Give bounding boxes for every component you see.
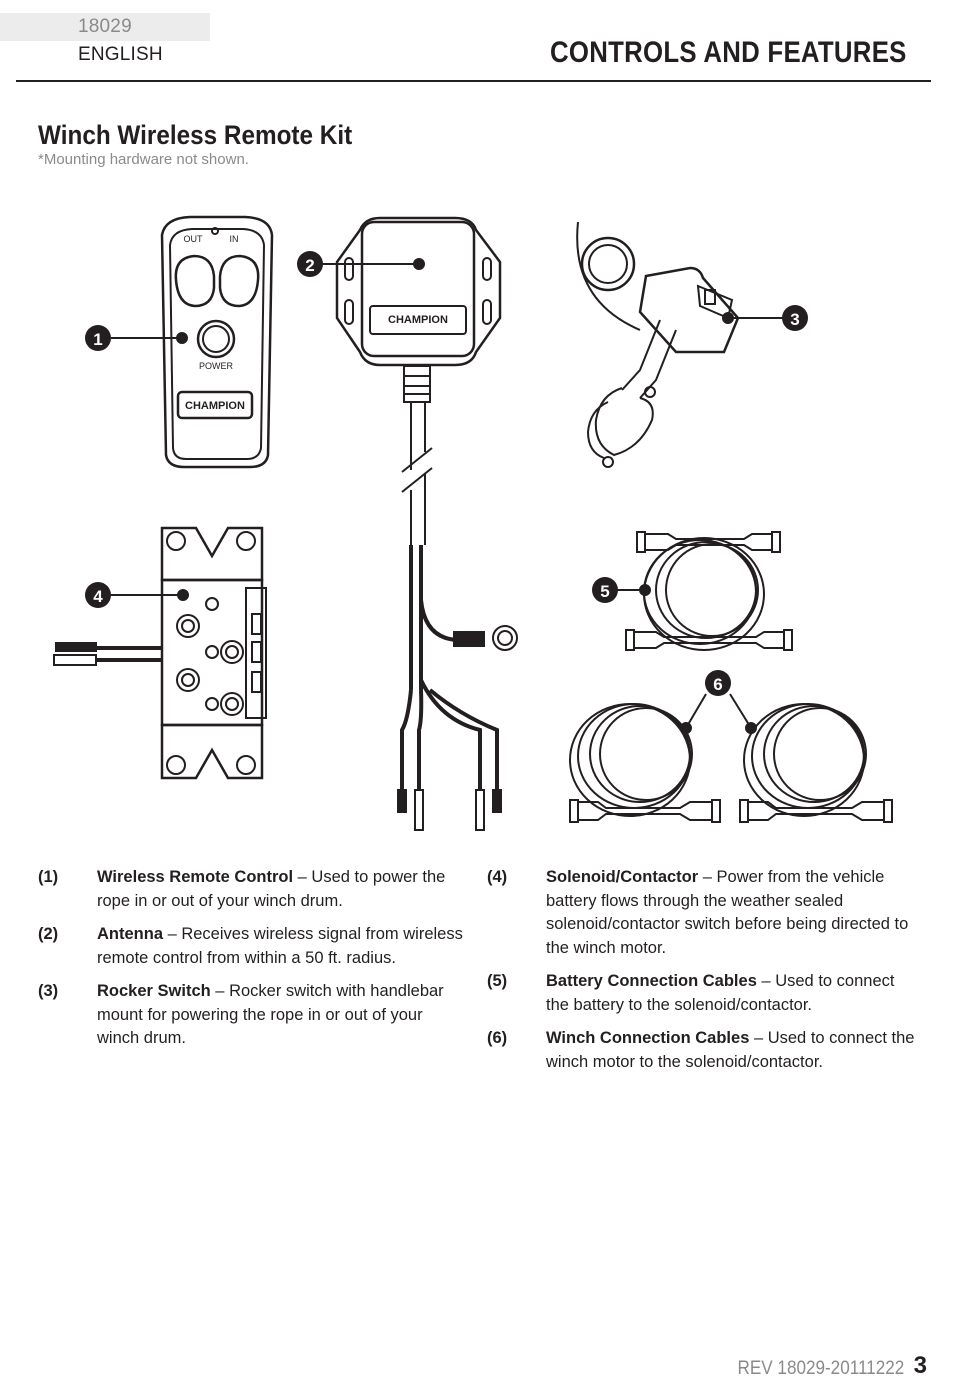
item-number: (2) bbox=[38, 925, 59, 943]
item-term: Antenna bbox=[97, 925, 163, 943]
callout-5-label: 5 bbox=[600, 582, 609, 601]
revision-code: REV 18029-20111222 bbox=[737, 1358, 904, 1379]
item-number: (4) bbox=[487, 868, 508, 886]
kit-illustration: OUT IN POWER CHAMPION CHAMPION bbox=[53, 215, 893, 831]
section-title: CONTROLS AND FEATURES bbox=[550, 36, 907, 69]
item-number: (6) bbox=[487, 1029, 508, 1047]
list-item: (3) Rocker Switch – Rocker switch with h… bbox=[38, 980, 468, 1051]
callout-badge-2: 2 bbox=[297, 251, 323, 277]
item-description: – Receives wireless signal from wireless… bbox=[97, 925, 463, 967]
item-number: (1) bbox=[38, 868, 59, 886]
battery-cables-drawing bbox=[625, 531, 793, 651]
header-tab: 18029 ENGLISH bbox=[0, 13, 210, 65]
list-item: (1) Wireless Remote Control – Used to po… bbox=[38, 866, 468, 913]
item-description: – Used to connect the battery to the sol… bbox=[546, 972, 895, 1014]
list-item: (4) Solenoid/Contactor – Power from the … bbox=[487, 866, 917, 960]
kit-note: *Mounting hardware not shown. bbox=[38, 151, 249, 168]
item-list-left: (1) Wireless Remote Control – Used to po… bbox=[38, 866, 468, 1061]
list-item: (6) Winch Connection Cables – Used to co… bbox=[487, 1027, 917, 1074]
header-divider bbox=[16, 80, 931, 82]
item-term: Winch Connection Cables bbox=[546, 1029, 750, 1047]
callout-2-label: 2 bbox=[305, 256, 314, 275]
antenna-drawing: CHAMPION bbox=[335, 216, 518, 831]
list-item: (5) Battery Connection Cables – Used to … bbox=[487, 970, 917, 1017]
winch-cables-drawing bbox=[569, 703, 893, 823]
solenoid-drawing bbox=[53, 526, 267, 780]
callout-3-label: 3 bbox=[790, 310, 799, 329]
antenna-brand-label: CHAMPION bbox=[388, 314, 448, 326]
item-term: Wireless Remote Control bbox=[97, 868, 294, 886]
item-description: – Rocker switch with handlebar mount for… bbox=[97, 982, 444, 1047]
remote-brand-label: CHAMPION bbox=[185, 400, 245, 412]
remote-power-label: POWER bbox=[199, 361, 234, 371]
model-number: 18029 bbox=[78, 16, 132, 37]
rocker-switch-drawing bbox=[576, 221, 740, 468]
wireless-remote-drawing: OUT IN POWER CHAMPION bbox=[160, 215, 274, 469]
item-term: Solenoid/Contactor bbox=[546, 868, 699, 886]
remote-out-label: OUT bbox=[184, 234, 204, 244]
item-list-right: (4) Solenoid/Contactor – Power from the … bbox=[487, 866, 917, 1084]
page-number: 3 bbox=[913, 1352, 927, 1379]
callout-badge-3: 3 bbox=[782, 305, 808, 331]
item-description: – Used to power the rope in or out of yo… bbox=[97, 868, 446, 910]
callout-badge-4: 4 bbox=[85, 582, 111, 608]
item-number: (5) bbox=[487, 972, 508, 990]
callout-badge-6: 6 bbox=[705, 670, 731, 696]
callout-6-label: 6 bbox=[713, 675, 722, 694]
callout-badge-5: 5 bbox=[592, 577, 618, 603]
item-term: Battery Connection Cables bbox=[546, 972, 757, 990]
callout-1-label: 1 bbox=[93, 330, 102, 349]
item-number: (3) bbox=[38, 982, 59, 1000]
callout-leaders bbox=[111, 258, 783, 734]
kit-title: Winch Wireless Remote Kit bbox=[38, 120, 353, 150]
language-label: ENGLISH bbox=[78, 44, 163, 65]
remote-in-label: IN bbox=[230, 234, 239, 244]
item-term: Rocker Switch bbox=[97, 982, 211, 1000]
callout-badge-1: 1 bbox=[85, 325, 111, 351]
list-item: (2) Antenna – Receives wireless signal f… bbox=[38, 923, 468, 970]
item-description: – Power from the vehicle battery flows t… bbox=[546, 868, 909, 957]
item-description: – Used to connect the winch motor to the… bbox=[546, 1029, 915, 1071]
callout-4-label: 4 bbox=[93, 587, 103, 606]
